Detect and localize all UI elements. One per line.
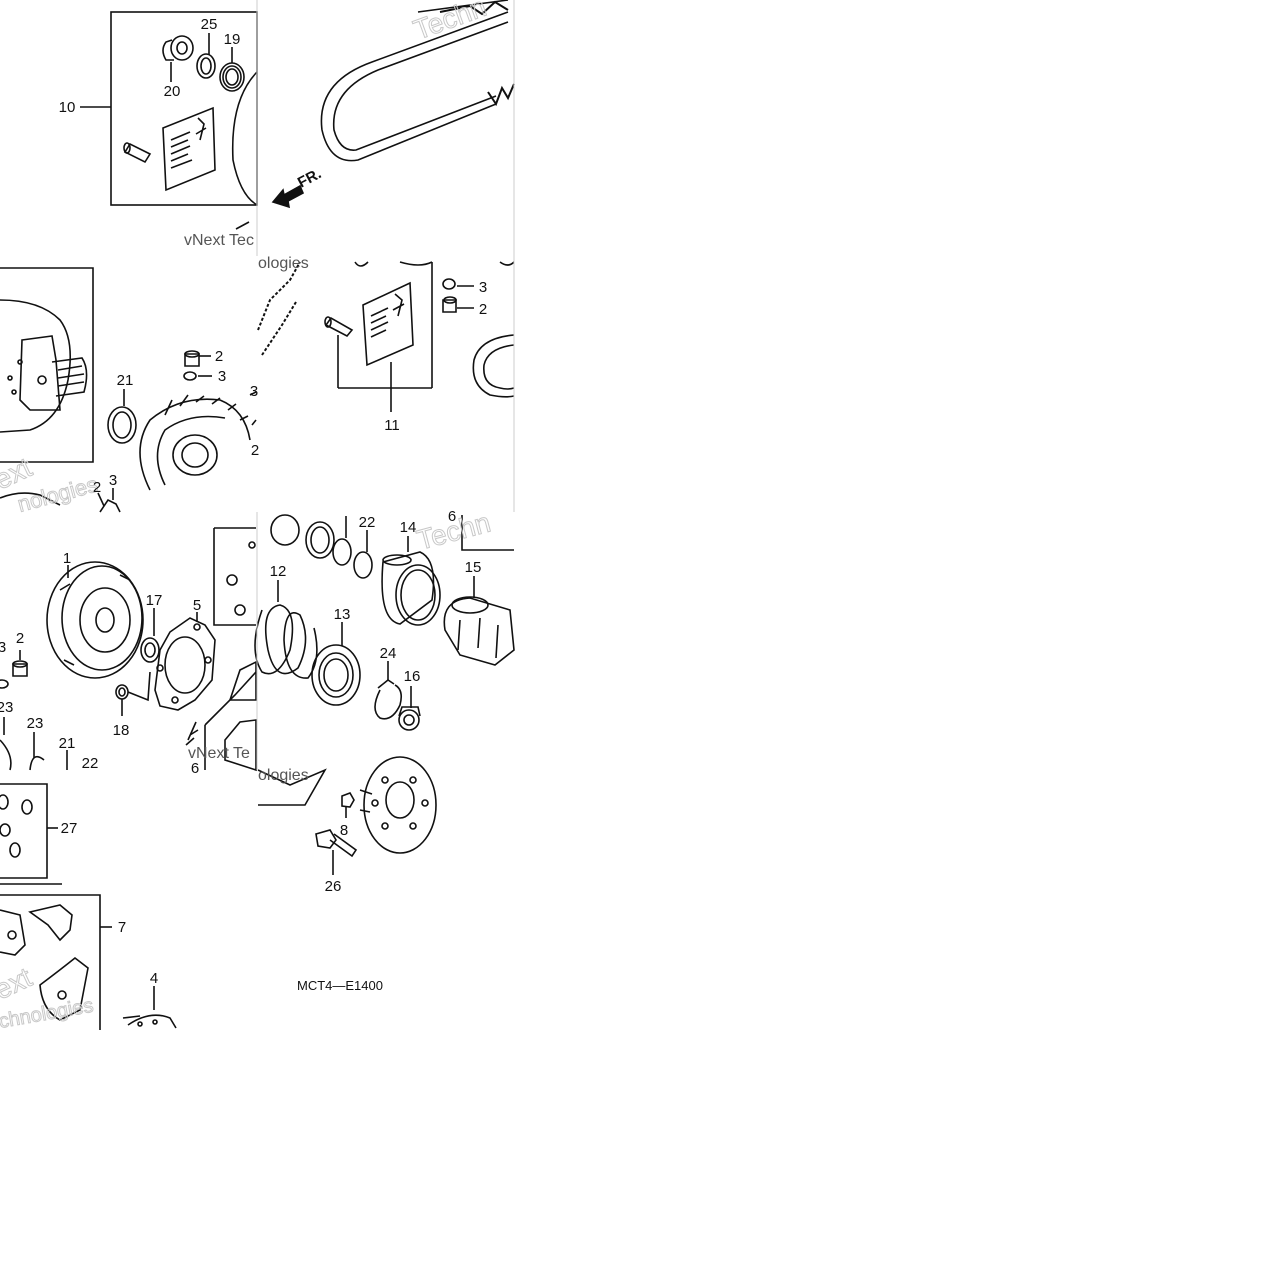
bolt-part-2-upper — [442, 296, 474, 313]
callout-label: 2 — [93, 479, 101, 496]
callout-label: 15 — [465, 559, 482, 576]
callout-label: 20 — [164, 83, 181, 100]
clip-part-24 — [374, 661, 402, 720]
nut-part-16 — [398, 686, 421, 731]
guide-part-15 — [443, 576, 515, 666]
callout-label: 6 — [448, 508, 456, 525]
tile-borders — [256, 0, 515, 770]
watermark-text: vNext Tec — [184, 232, 254, 249]
callout-label: 2 — [16, 630, 24, 647]
clutch-outer-part-1 — [46, 561, 144, 679]
callout-label: 3 — [250, 383, 258, 400]
watermark-text: ext — [0, 961, 37, 1005]
callout-label: 2 — [215, 348, 223, 365]
callout-label: 22 — [82, 755, 99, 772]
watermark-text: ologies — [258, 767, 309, 784]
ring-part-22-upper — [270, 514, 373, 579]
bolt-part-26 — [315, 829, 358, 875]
callout-label: 23 — [27, 715, 44, 732]
callout-label: 12 — [270, 563, 287, 580]
front-direction-arrow — [271, 184, 305, 209]
part-group-7 — [0, 894, 112, 1030]
callout-label: 8 — [340, 822, 348, 839]
callout-label: 10 — [59, 99, 76, 116]
clip-part-17 — [140, 608, 160, 663]
seat-part-13 — [311, 622, 361, 706]
part-group-27 — [0, 783, 62, 885]
callout-label: 27 — [61, 820, 78, 837]
watermark-text: Techn — [409, 0, 490, 46]
callout-label: 19 — [224, 31, 241, 48]
callout-label: 3 — [218, 368, 226, 385]
callout-label: 17 — [146, 592, 163, 609]
callout-label: 5 — [193, 597, 201, 614]
seal-part-21 — [107, 389, 137, 444]
disc-part-lower — [359, 756, 437, 854]
collar-part-20 — [162, 35, 194, 82]
watermark-text: chnologies — [0, 995, 95, 1033]
plate-part-5 — [154, 612, 216, 711]
watermark-group: Techn vNext Tec ologies ext nologies Tec… — [0, 0, 494, 1033]
callout-label: 6 — [191, 760, 199, 777]
drive-face-disc — [0, 267, 94, 463]
callout-label: 1 — [63, 550, 71, 567]
bolt-part-2 — [184, 350, 211, 367]
washer-part-18 — [115, 671, 151, 716]
callout-label: 16 — [404, 668, 421, 685]
label-card — [162, 106, 216, 192]
spring-partial — [472, 334, 515, 398]
ring-part-25 — [196, 33, 216, 79]
callout-label: 13 — [334, 606, 351, 623]
diagram-code: MCT4—E1400 — [297, 978, 383, 993]
nut-part-3 — [183, 371, 212, 381]
pin-part — [123, 142, 152, 164]
callout-label: 7 — [118, 919, 126, 936]
part-group-11 — [324, 262, 433, 412]
callout-label: 2 — [479, 301, 487, 318]
callout-label: 23 — [0, 699, 13, 716]
callout-label: 21 — [59, 735, 76, 752]
callout-labels: 10 20 25 19 3 2 11 2 3 21 3 2 3 2 22 14 … — [0, 16, 487, 987]
callout-label: 18 — [113, 722, 130, 739]
watermark-text: vNext Te — [188, 745, 250, 762]
sleeve-part-14 — [381, 536, 441, 626]
bearing-part-19 — [219, 47, 245, 92]
plate-part-4 — [122, 986, 177, 1029]
bolt-part-2-lower — [0, 650, 28, 689]
callout-label: 3 — [0, 639, 6, 656]
nut-part-8 — [341, 792, 355, 818]
callout-label: 22 — [359, 514, 376, 531]
callout-label: 4 — [150, 970, 158, 987]
part-group-10 — [80, 11, 258, 230]
watermark-text: ologies — [258, 255, 309, 272]
callout-label: 25 — [201, 16, 218, 33]
callout-label: 2 — [251, 442, 259, 459]
callout-label: 11 — [384, 417, 400, 434]
ring-part-23 — [0, 717, 68, 771]
drive-belt — [320, 0, 515, 162]
callout-label: 3 — [109, 472, 117, 489]
callout-label: 3 — [479, 279, 487, 296]
ramp-plate — [139, 394, 251, 491]
callout-label: 14 — [400, 519, 417, 536]
spring-part-12 — [254, 580, 318, 679]
callout-label: 21 — [117, 372, 134, 389]
callout-label: 24 — [380, 645, 397, 662]
shoe-parts — [185, 527, 257, 772]
nut-part-3-upper — [442, 278, 474, 290]
callout-label: 26 — [325, 878, 342, 895]
